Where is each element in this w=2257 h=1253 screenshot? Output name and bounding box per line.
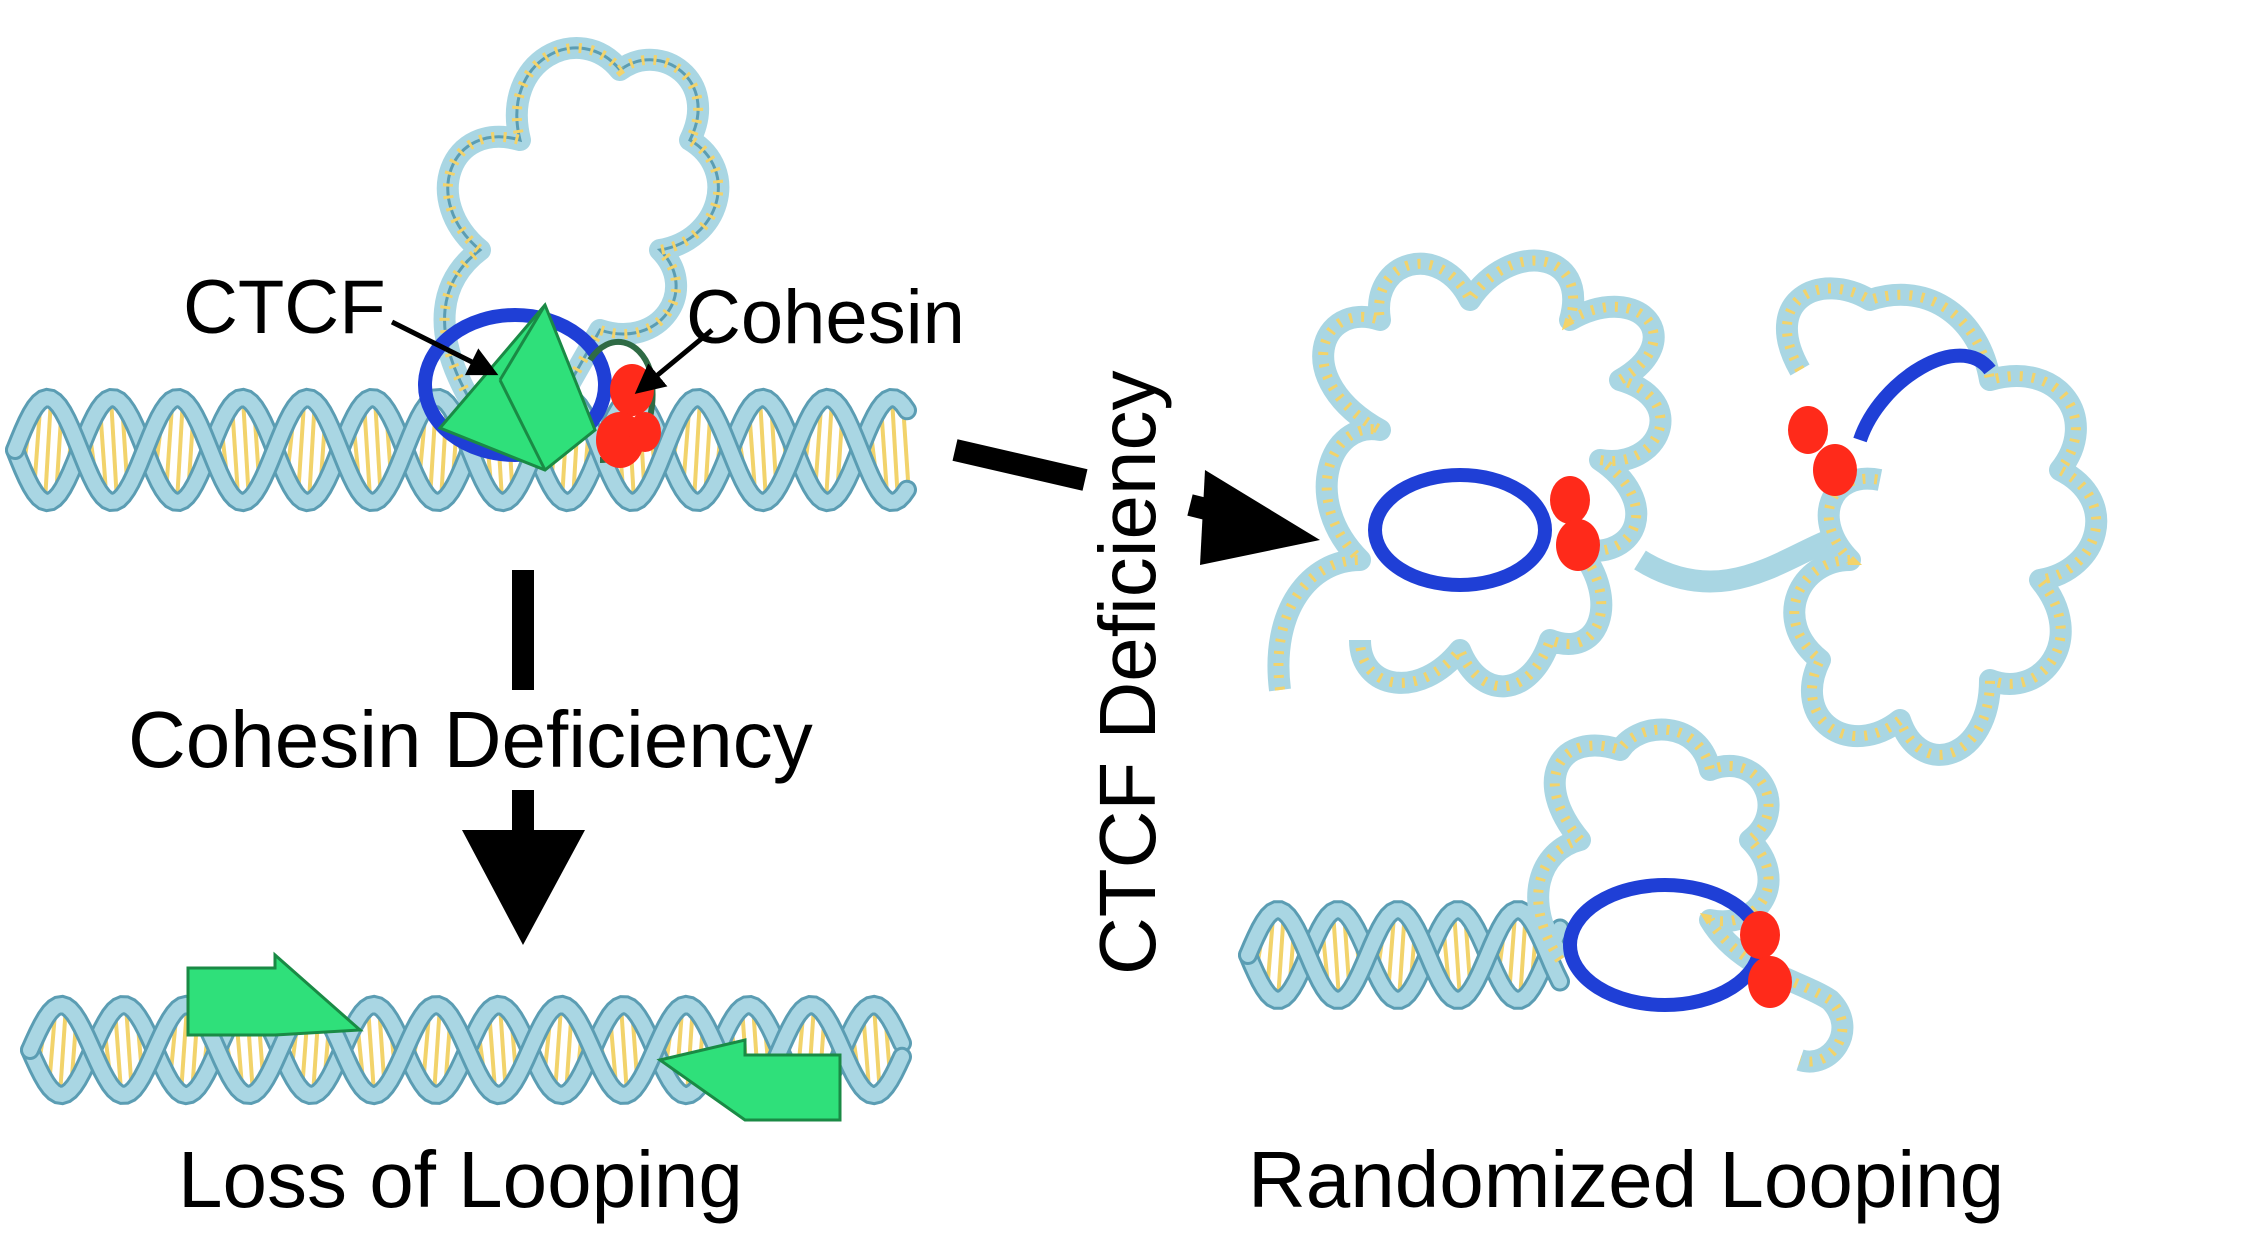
dna-strand-b (1241, 903, 1567, 1007)
dna-random-rungs (1782, 283, 2102, 760)
base-pair (109, 398, 119, 502)
dna-strand-a (1241, 903, 1567, 1007)
dna-random-strand (1527, 718, 1854, 1073)
ctcf-ring-arc (1853, 348, 1996, 443)
cohesin-head (610, 364, 654, 416)
ctcf-protein-shape (437, 302, 597, 472)
base-pair (619, 1005, 629, 1095)
cohesin-head (629, 412, 661, 452)
ctcf-label: CTCF (183, 265, 386, 350)
dna-random-strand (1267, 249, 1672, 698)
dna-loop-top (433, 36, 730, 406)
dna-loop-outline (443, 46, 720, 401)
ctcf-site-arrow-reverse (656, 1038, 842, 1122)
base-pair (824, 398, 834, 502)
cohesin-label: Cohesin (686, 275, 965, 360)
dna-random-rungs (1533, 724, 1848, 1067)
ctcf-ring (1368, 468, 1552, 592)
random-loop-structure-3 (1238, 718, 1854, 1073)
ctcf-deficiency-arrow-shaft-left (952, 439, 1088, 491)
cohesin-head (1788, 406, 1828, 454)
base-pair (1331, 911, 1341, 999)
base-pair (553, 1007, 563, 1093)
random-loop-structure-1 (1267, 249, 1835, 698)
top-panel (5, 36, 917, 513)
ctcf-deficiency-label: CTCF Deficiency (1083, 370, 1172, 975)
cohesin-pointer-arrow (634, 328, 714, 394)
right-panel (1238, 249, 2108, 1073)
bottom-left-panel (20, 951, 912, 1122)
ctcf-site-arrow-forward (186, 951, 364, 1037)
base-pair (179, 1006, 189, 1094)
cohesin-deficiency-arrowhead (462, 830, 585, 945)
cohesin-deficiency-label: Cohesin Deficiency (128, 695, 813, 784)
ctcf-protein-edge (498, 379, 547, 471)
base-pair (758, 398, 768, 502)
cohesin-head (1550, 476, 1590, 524)
randomized-looping-label: Randomized Looping (1248, 1135, 2005, 1224)
base-pair (890, 397, 900, 503)
ctcf-deficiency-arrowhead (1200, 470, 1320, 565)
base-pair (1452, 910, 1462, 1000)
base-pair (692, 398, 702, 502)
base-pair (58, 1004, 68, 1096)
random-loop-structure-2 (1776, 277, 2108, 766)
ctcf-protein-edge (498, 304, 547, 381)
ctcf-pointer-arrow (390, 319, 499, 376)
base-pair (241, 397, 251, 503)
base-pair (175, 397, 185, 503)
loss-of-looping-label: Loss of Looping (178, 1135, 743, 1224)
dna-strand-a (8, 390, 914, 510)
dna-random-tail (1634, 529, 1835, 593)
cohesin-head (1556, 519, 1600, 571)
cohesin-head (1813, 444, 1857, 496)
cohesin-head (1748, 956, 1792, 1008)
base-pair (432, 1005, 442, 1095)
cohesin-head (1740, 911, 1780, 959)
base-pair (366, 1006, 376, 1094)
dna-helix-bottom-right (1238, 900, 1570, 1010)
base-pair (43, 398, 53, 502)
